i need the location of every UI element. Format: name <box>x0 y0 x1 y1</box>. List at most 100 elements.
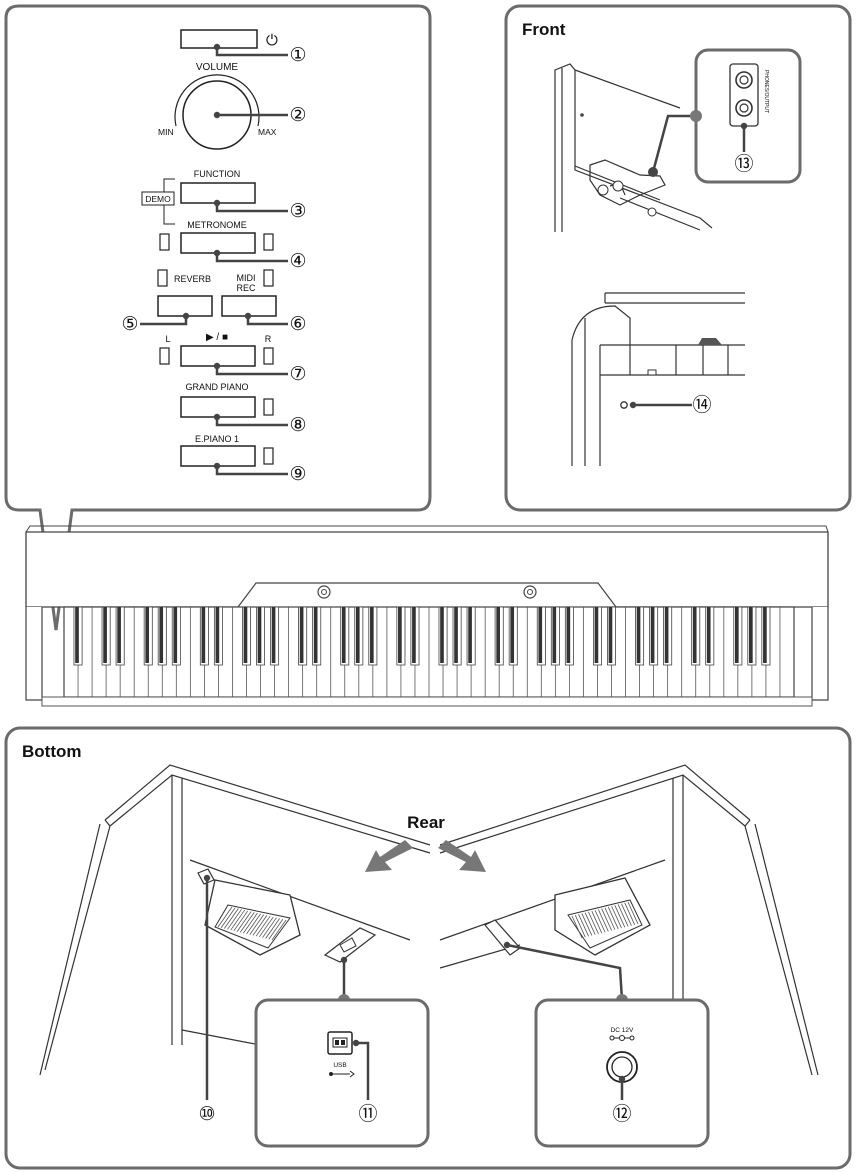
grille-slot <box>574 915 586 938</box>
black-key-shade <box>201 607 206 663</box>
grille-slot <box>255 915 271 937</box>
grille-slot <box>268 919 284 940</box>
right-speaker-grille <box>554 877 651 956</box>
right-label: R <box>265 334 272 344</box>
usb-label: USB <box>333 1062 346 1069</box>
rear-arrow-icon <box>365 840 486 872</box>
usb-symbol-icon <box>329 1070 355 1078</box>
grille-slot <box>611 905 622 929</box>
callout-1: ① <box>289 44 306 66</box>
black-key-shade <box>749 607 753 663</box>
function-label: FUNCTION <box>194 169 241 179</box>
black-key-shade <box>117 607 121 663</box>
left-speaker-grille <box>204 879 301 956</box>
grille-slot <box>591 910 603 934</box>
callout-8: ⑧ <box>289 414 306 436</box>
phones-output-label: PHONES/OUTPUT <box>763 70 769 113</box>
black-key-shade <box>538 607 543 663</box>
callout-9: ⑨ <box>289 463 306 485</box>
grille-slot <box>224 908 239 929</box>
black-key-shade <box>159 607 164 663</box>
black-key-shade <box>650 607 655 663</box>
front-panel: Front PHONES/OUTPUT ⑬ <box>504 4 852 512</box>
black-key-shade <box>145 607 150 663</box>
grille-slot <box>604 907 616 930</box>
callout-3: ③ <box>289 200 306 222</box>
black-key-shade <box>271 607 276 663</box>
grille-slot <box>220 907 236 928</box>
grand-piano-label: GRAND PIANO <box>185 382 248 392</box>
bottom-title: Bottom <box>22 742 81 761</box>
grille-slot <box>243 912 258 934</box>
grille-slot <box>246 913 261 935</box>
volume-min-label: MIN <box>158 127 174 137</box>
black-key-shade <box>734 607 739 663</box>
power-lamp <box>620 401 628 409</box>
rec-label: REC <box>236 283 256 293</box>
black-key-shade <box>566 607 571 663</box>
black-key-shade <box>369 607 374 663</box>
black-key-shade <box>608 607 613 663</box>
black-key-shade <box>257 607 262 663</box>
grille-slot <box>607 906 619 930</box>
black-key-shade <box>243 607 248 663</box>
dc-label: DC 12V <box>611 1027 634 1034</box>
grille-slot <box>617 904 629 927</box>
black-key-shade <box>468 607 472 663</box>
front-title: Front <box>522 20 566 39</box>
black-key-shade <box>763 607 767 663</box>
black-key-shade <box>215 607 220 663</box>
black-key-shade <box>454 607 458 663</box>
black-key-shade <box>398 607 402 663</box>
control-panel-callout: ⏻ ① VOLUME ② MIN MAX FUNCTION DEMO ③ MET… <box>4 4 432 631</box>
black-key-shade <box>173 607 178 663</box>
grille-slot <box>265 918 280 939</box>
grille-slot <box>233 910 249 932</box>
e-piano-label: E.PIANO 1 <box>195 434 239 444</box>
black-key-shade <box>664 607 669 663</box>
black-key-shade <box>299 607 304 663</box>
black-key-shade <box>552 607 557 663</box>
rear-label: Rear <box>407 813 445 832</box>
black-key-shade <box>440 607 444 663</box>
callout-14: ⑭ <box>692 394 711 416</box>
grille-slot <box>578 914 589 937</box>
dc-polarity-icon <box>609 1035 635 1041</box>
left-label: L <box>165 334 170 344</box>
grille-slot <box>258 916 274 938</box>
black-key-shade <box>355 607 360 663</box>
black-key-shade <box>103 607 107 663</box>
grille-slot <box>597 909 609 932</box>
grille-slot <box>252 915 268 936</box>
grille-slot <box>571 915 583 939</box>
black-key-shade <box>75 607 79 663</box>
grille-slot <box>584 912 596 935</box>
grille-slot <box>588 911 599 935</box>
grille-slot <box>581 913 593 936</box>
black-key-shade <box>706 607 711 663</box>
callout-6: ⑥ <box>289 313 306 335</box>
black-key-shade <box>594 607 599 663</box>
grille-slot <box>624 902 636 925</box>
black-key-shade <box>341 607 346 663</box>
midi-label: MIDI <box>237 273 256 283</box>
volume-max-label: MAX <box>258 127 277 137</box>
callout-12: ⑫ <box>612 1103 631 1125</box>
play-stop-label: ▶ / ■ <box>206 332 228 343</box>
power-icon: ⏻ <box>266 32 278 49</box>
callout-7: ⑦ <box>289 363 306 385</box>
callout-5: ⑤ <box>121 313 138 335</box>
grille-slot <box>227 909 242 930</box>
grille-slot <box>621 903 632 926</box>
grille-slot <box>262 917 277 938</box>
grille-slot <box>594 910 606 933</box>
black-key-shade <box>636 607 641 663</box>
grille-slot <box>217 906 233 928</box>
callout-4: ④ <box>289 250 306 272</box>
black-key-shade <box>496 607 500 663</box>
black-key-shade <box>510 607 515 663</box>
callout-13: ⑬ <box>734 153 753 175</box>
demo-label: DEMO <box>145 194 171 204</box>
black-key-shade <box>313 607 318 663</box>
callout-2: ② <box>289 104 306 126</box>
